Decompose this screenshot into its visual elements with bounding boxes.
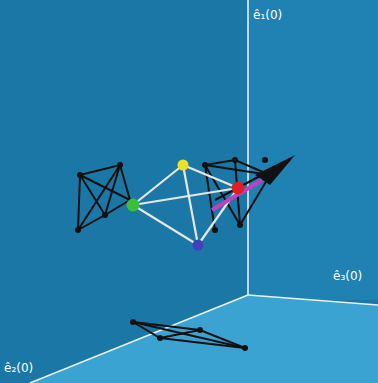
shadow-dots xyxy=(130,319,248,351)
shadow-dots xyxy=(75,162,123,233)
green-sphere xyxy=(127,199,140,212)
wall-shadow xyxy=(78,165,130,230)
red-sphere xyxy=(232,182,245,195)
floor xyxy=(30,295,378,383)
axis-label: ê₃(0) xyxy=(333,270,362,282)
axis-label: ê₁(0) xyxy=(253,9,282,21)
shadow-dots xyxy=(202,157,273,233)
back-wall xyxy=(248,0,378,300)
magenta-bar xyxy=(212,180,262,210)
yellow-sphere xyxy=(178,160,189,171)
floor-shadow xyxy=(133,322,245,348)
blue-sphere xyxy=(193,240,204,251)
axis-lines xyxy=(30,0,378,383)
axis-label: ê₂(0) xyxy=(4,362,33,374)
